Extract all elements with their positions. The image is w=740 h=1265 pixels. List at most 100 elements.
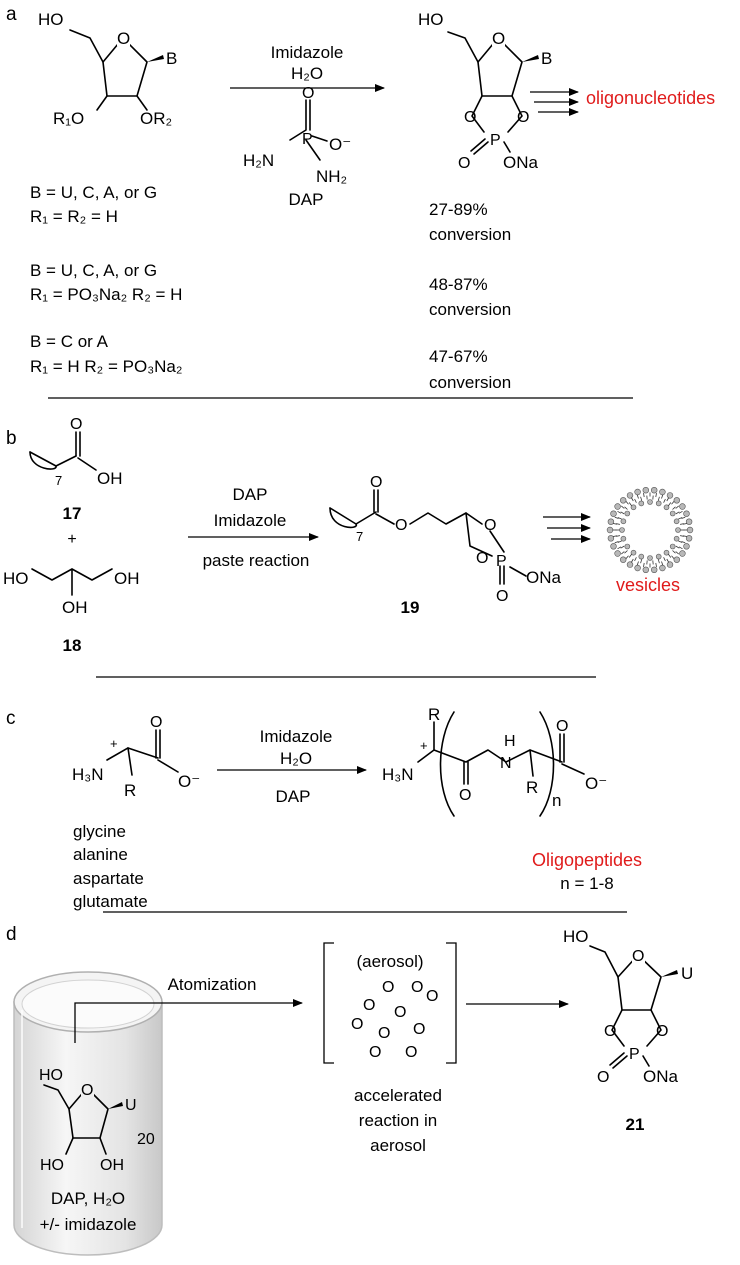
- sm-r1o: R₁O: [53, 109, 84, 128]
- panel-c-reagent-water: H₂O: [280, 749, 312, 768]
- lipid-head: [666, 561, 674, 568]
- plus-sign: +: [67, 531, 76, 548]
- lipid-tail: [616, 535, 621, 537]
- product-19: O 7 O O O P ONa O 19: [329, 474, 562, 617]
- panel-a-reagent-imidazole: Imidazole: [271, 43, 344, 62]
- lipid-tail: [625, 555, 629, 559]
- lipid-head: [659, 564, 666, 572]
- aerosol-droplet: O: [351, 1016, 363, 1033]
- product-21: O O O HO U P O ONa 21: [563, 927, 693, 1134]
- cond-2-conv: conversion: [429, 300, 511, 319]
- lipid-tail: [636, 494, 639, 499]
- lipid-tail: [666, 497, 670, 502]
- lipid-tail: [661, 494, 664, 499]
- lipid-head: [685, 535, 693, 542]
- aerosol-droplet: O: [369, 1044, 381, 1061]
- atomization-label: Atomization: [168, 975, 257, 994]
- acid-id: 17: [63, 504, 82, 523]
- lipid-head: [624, 510, 631, 517]
- pep-subscript-n: n: [552, 791, 561, 810]
- panel-c-reagent-imidazole: Imidazole: [260, 727, 333, 746]
- panel-a-reagent-water: H₂O: [291, 64, 323, 83]
- lipid-tail: [625, 501, 629, 505]
- lipid-tail: [671, 501, 675, 505]
- cond-3-line2: R₁ = H R₂ = PO₃Na₂: [30, 357, 182, 376]
- cond-2-line1: B = U, C, A, or G: [30, 261, 157, 280]
- sm-base: B: [166, 49, 177, 68]
- lipid-tail: [672, 506, 676, 510]
- svg-text:O: O: [117, 29, 130, 48]
- panel-d-letter: d: [6, 924, 17, 945]
- lipid-tail: [678, 517, 683, 520]
- aerosol-droplet: O: [411, 979, 423, 996]
- dap-h2n: H₂N: [243, 151, 274, 170]
- panel-c-letter: c: [6, 708, 16, 729]
- lipid-head: [642, 487, 649, 494]
- lipid-head: [679, 503, 686, 510]
- lipid-head: [642, 566, 649, 573]
- acid-n: 7: [55, 473, 62, 488]
- lipid-tail: [663, 557, 666, 562]
- lipid-tail: [679, 535, 684, 537]
- svg-text:O: O: [517, 109, 529, 126]
- svg-text:O: O: [81, 1082, 93, 1099]
- lipid-tail: [672, 550, 676, 554]
- aerosol-label: (aerosol): [356, 952, 423, 971]
- vial-u: U: [125, 1097, 137, 1114]
- lipid-head: [607, 518, 615, 525]
- glycerol-18: HO OH OH 18: [3, 568, 140, 655]
- lipid-head: [673, 535, 680, 542]
- panel-a-starting-nucleoside: B O HO B R₁O OR₂: [38, 10, 177, 128]
- lipid-tail: [617, 510, 622, 514]
- lipid-tail: [614, 541, 619, 544]
- panel-b-reagent-dap: DAP: [233, 485, 268, 504]
- pep-o2: O: [556, 718, 568, 735]
- panel-a-letter: a: [6, 4, 17, 25]
- pep-r2: R: [526, 778, 538, 797]
- cond-2-line2: R₁ = PO₃Na₂ R₂ = H: [30, 285, 182, 304]
- lipid-head: [655, 553, 662, 560]
- lipid-head: [666, 492, 674, 499]
- panel-c-reagent-dap: DAP: [276, 787, 311, 806]
- panel-b-letter: b: [6, 428, 17, 449]
- p21-ho: HO: [563, 927, 589, 946]
- aerosol-droplet: O: [363, 997, 375, 1014]
- lipid-head: [630, 549, 637, 556]
- lipid-head: [610, 543, 617, 550]
- lipid-head: [624, 543, 631, 550]
- lipid-tail: [636, 561, 639, 566]
- peptide-product: R H₃N + H N O R n O O⁻: [382, 705, 607, 817]
- prod-carbonyl-o: O: [370, 474, 382, 491]
- cond-1-conv: conversion: [429, 225, 511, 244]
- lipid-head: [626, 561, 634, 568]
- panel-a-outcome: oligonucleotides: [586, 88, 715, 108]
- lipid-head: [647, 555, 653, 561]
- panel-d: d O HO U 20 HO OH DAP, H₂O +/- imidazole…: [6, 924, 693, 1256]
- panel-c-range: n = 1-8: [560, 874, 613, 893]
- panel-b-reagent-paste: paste reaction: [203, 551, 310, 570]
- panel-c-outcome: Oligopeptides: [532, 850, 642, 870]
- prod-ona: ONa: [526, 568, 562, 587]
- lipid-tail: [661, 561, 664, 566]
- lipid-head: [620, 518, 627, 525]
- p21-u: U: [681, 964, 693, 983]
- lipid-tail: [617, 517, 622, 520]
- lipid-head: [673, 556, 680, 563]
- lipid-head: [619, 527, 625, 533]
- svg-text:O: O: [604, 1023, 616, 1040]
- prod-o: O: [458, 155, 470, 172]
- lipid-tail: [668, 554, 672, 558]
- lipid-tail: [655, 493, 657, 498]
- panel-a-conditions: B = U, C, A, or G R₁ = R₂ = H 27-89% con…: [30, 183, 511, 392]
- note-line1: accelerated: [354, 1086, 442, 1105]
- lipid-tail: [679, 523, 684, 525]
- prod-p: P: [496, 553, 507, 570]
- sm-ho: HO: [38, 10, 64, 29]
- lipid-tail: [675, 511, 680, 515]
- lipid-head: [634, 564, 641, 572]
- lipid-tail: [624, 506, 628, 510]
- lipid-tail: [624, 550, 628, 554]
- dap-nh2: NH₂: [316, 167, 347, 186]
- p21-id: 21: [626, 1115, 645, 1134]
